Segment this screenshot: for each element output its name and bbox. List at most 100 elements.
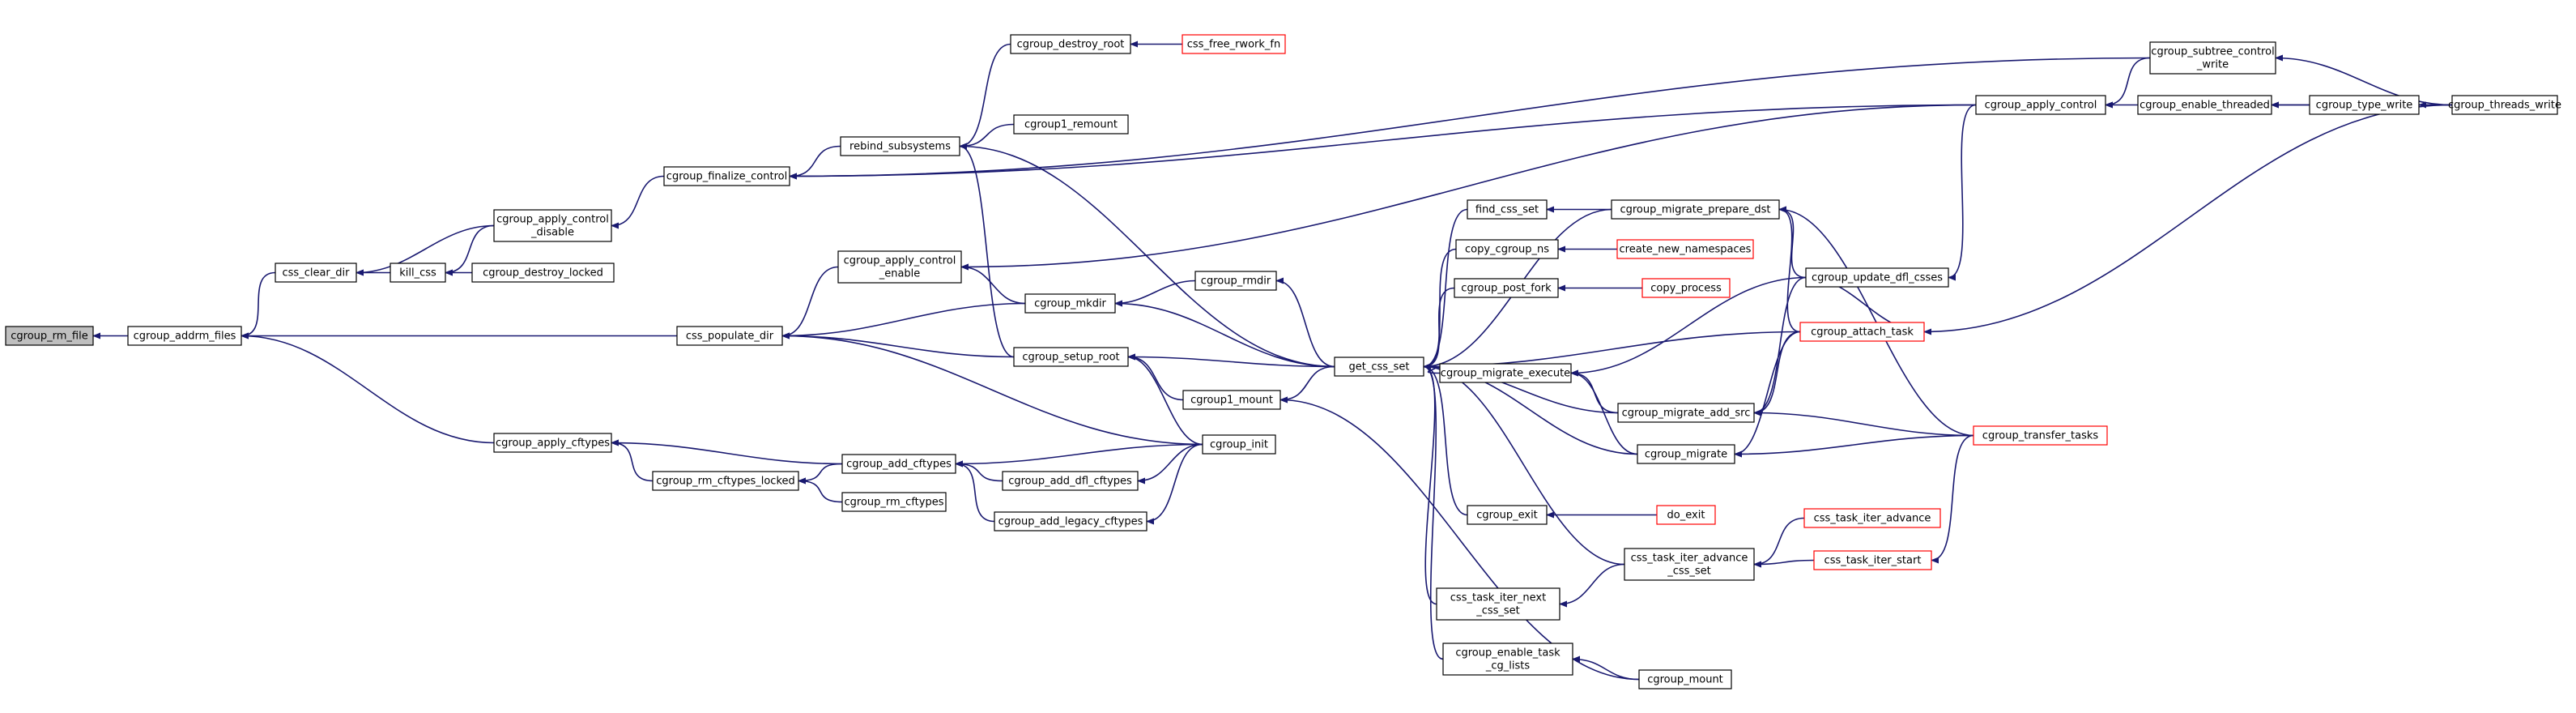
node-cgroup-attach-task[interactable]: cgroup_attach_task	[1799, 322, 1925, 342]
node-cgroup-update-dfl-csses[interactable]: cgroup_update_dfl_csses	[1805, 267, 1949, 288]
node-do-exit[interactable]: do_exit	[1656, 505, 1716, 525]
node-cgroup-subtree-control-write[interactable]: cgroup_subtree_control_write	[2149, 41, 2276, 75]
node-box[interactable]	[1455, 239, 1559, 259]
node-cgroup-enable-task-cg-lists[interactable]: cgroup_enable_task_cg_lists	[1442, 643, 1573, 676]
node-css-task-iter-next-css-set[interactable]: css_task_iter_next_css_set	[1436, 587, 1561, 621]
node-box[interactable]	[1624, 548, 1755, 581]
node-box[interactable]	[471, 263, 615, 283]
node-box[interactable]	[1973, 425, 2108, 446]
node-cgroup-rm-cftypes[interactable]: cgroup_rm_cftypes	[841, 492, 947, 512]
node-cgroup-add-legacy-cftypes[interactable]: cgroup_add_legacy_cftypes	[994, 511, 1147, 532]
node-cgroup-threads-write[interactable]: cgroup_threads_write	[2448, 95, 2561, 115]
node-box[interactable]	[1638, 669, 1732, 690]
node-box[interactable]	[390, 263, 446, 283]
node-cgroup-apply-control-disable[interactable]: cgroup_apply_control_disable	[493, 209, 612, 242]
node-box[interactable]	[275, 263, 357, 283]
node-cgroup-apply-control[interactable]: cgroup_apply_control	[1975, 95, 2106, 115]
node-cgroup-exit[interactable]: cgroup_exit	[1467, 505, 1548, 525]
node-cgroup-add-dfl-cftypes[interactable]: cgroup_add_dfl_cftypes	[1002, 471, 1139, 491]
node-cgroup-transfer-tasks[interactable]: cgroup_transfer_tasks	[1973, 425, 2108, 446]
node-box[interactable]	[1467, 505, 1548, 525]
node-box[interactable]	[676, 326, 783, 346]
node-cgroup-post-fork[interactable]: cgroup_post_fork	[1454, 278, 1559, 298]
node-box[interactable]	[1641, 278, 1731, 298]
node-css-task-iter-advance[interactable]: css_task_iter_advance	[1803, 508, 1941, 528]
node-box[interactable]	[1611, 199, 1780, 220]
node-cgroup1-remount[interactable]: cgroup1_remount	[1013, 114, 1129, 134]
node-cgroup1-mount[interactable]: cgroup1_mount	[1182, 390, 1281, 410]
node-box[interactable]	[1799, 322, 1925, 342]
node-box[interactable]	[841, 454, 956, 474]
node-box[interactable]	[1439, 363, 1572, 383]
node-box[interactable]	[1013, 114, 1129, 134]
node-box[interactable]	[1010, 34, 1131, 54]
node-box[interactable]	[1454, 278, 1559, 298]
node-box[interactable]	[1436, 587, 1561, 621]
node-box[interactable]	[1656, 505, 1716, 525]
node-cgroup-rm-cftypes-locked[interactable]: cgroup_rm_cftypes_locked	[652, 471, 799, 491]
node-box[interactable]	[994, 511, 1147, 532]
node-cgroup-finalize-control[interactable]: cgroup_finalize_control	[663, 166, 790, 186]
node-box[interactable]	[1467, 199, 1548, 220]
node-cgroup-destroy-root[interactable]: cgroup_destroy_root	[1010, 34, 1131, 54]
node-get-css-set[interactable]: get_css_set	[1334, 356, 1424, 377]
node-cgroup-enable-threaded[interactable]: cgroup_enable_threaded	[2137, 95, 2272, 115]
node-box[interactable]	[2149, 41, 2276, 75]
node-cgroup-rm-file[interactable]: cgroup_rm_file	[5, 326, 94, 346]
node-box[interactable]	[663, 166, 790, 186]
node-box[interactable]	[2309, 95, 2420, 115]
node-box[interactable]	[5, 326, 94, 346]
node-cgroup-init[interactable]: cgroup_init	[1202, 434, 1276, 455]
node-copy-cgroup-ns[interactable]: copy_cgroup_ns	[1455, 239, 1559, 259]
node-box[interactable]	[1813, 550, 1932, 570]
node-box[interactable]	[1182, 390, 1281, 410]
node-find-css-set[interactable]: find_css_set	[1467, 199, 1548, 220]
node-box[interactable]	[1194, 271, 1277, 291]
node-box[interactable]	[841, 492, 947, 512]
node-box[interactable]	[1442, 643, 1573, 676]
node-cgroup-rmdir[interactable]: cgroup_rmdir	[1194, 271, 1277, 291]
node-css-task-iter-start[interactable]: css_task_iter_start	[1813, 550, 1932, 570]
node-cgroup-destroy-locked[interactable]: cgroup_destroy_locked	[471, 263, 615, 283]
node-cgroup-migrate[interactable]: cgroup_migrate	[1637, 444, 1735, 464]
node-box[interactable]	[1803, 508, 1941, 528]
node-css-free-rwork-fn[interactable]: css_free_rwork_fn	[1182, 34, 1286, 54]
node-cgroup-addrm-files[interactable]: cgroup_addrm_files	[127, 326, 242, 346]
node-box[interactable]	[1024, 293, 1116, 314]
node-cgroup-mkdir[interactable]: cgroup_mkdir	[1024, 293, 1116, 314]
node-cgroup-setup-root[interactable]: cgroup_setup_root	[1013, 347, 1129, 367]
node-box[interactable]	[127, 326, 242, 346]
node-box[interactable]	[2137, 95, 2272, 115]
node-box[interactable]	[1013, 347, 1129, 367]
node-box[interactable]	[1182, 34, 1286, 54]
node-box[interactable]	[2451, 95, 2558, 115]
node-box[interactable]	[1637, 444, 1735, 464]
node-cgroup-migrate-prepare-dst[interactable]: cgroup_migrate_prepare_dst	[1611, 199, 1780, 220]
node-copy-process[interactable]: copy_process	[1641, 278, 1731, 298]
node-box[interactable]	[840, 136, 960, 156]
node-box[interactable]	[1975, 95, 2106, 115]
node-box[interactable]	[1805, 267, 1949, 288]
node-kill-css[interactable]: kill_css	[390, 263, 446, 283]
node-box[interactable]	[1002, 471, 1139, 491]
node-box[interactable]	[837, 250, 962, 284]
node-css-populate-dir[interactable]: css_populate_dir	[676, 326, 783, 346]
node-box[interactable]	[493, 209, 612, 242]
node-cgroup-migrate-execute[interactable]: cgroup_migrate_execute	[1439, 363, 1572, 383]
node-box[interactable]	[1617, 403, 1755, 423]
node-cgroup-migrate-add-src[interactable]: cgroup_migrate_add_src	[1617, 403, 1755, 423]
node-box[interactable]	[1202, 434, 1276, 455]
node-cgroup-type-write[interactable]: cgroup_type_write	[2309, 95, 2420, 115]
node-cgroup-apply-cftypes[interactable]: cgroup_apply_cftypes	[493, 433, 612, 453]
node-box[interactable]	[1334, 356, 1424, 377]
node-css-task-iter-advance-css-set[interactable]: css_task_iter_advance_css_set	[1624, 548, 1755, 581]
node-cgroup-add-cftypes[interactable]: cgroup_add_cftypes	[841, 454, 956, 474]
node-create-new-namespaces[interactable]: create_new_namespaces	[1616, 239, 1754, 259]
node-box[interactable]	[493, 433, 612, 453]
node-rebind-subsystems[interactable]: rebind_subsystems	[840, 136, 960, 156]
node-box[interactable]	[652, 471, 799, 491]
node-box[interactable]	[1616, 239, 1754, 259]
node-cgroup-mount[interactable]: cgroup_mount	[1638, 669, 1732, 690]
node-css-clear-dir[interactable]: css_clear_dir	[275, 263, 357, 283]
node-cgroup-apply-control-enable[interactable]: cgroup_apply_control_enable	[837, 250, 962, 284]
